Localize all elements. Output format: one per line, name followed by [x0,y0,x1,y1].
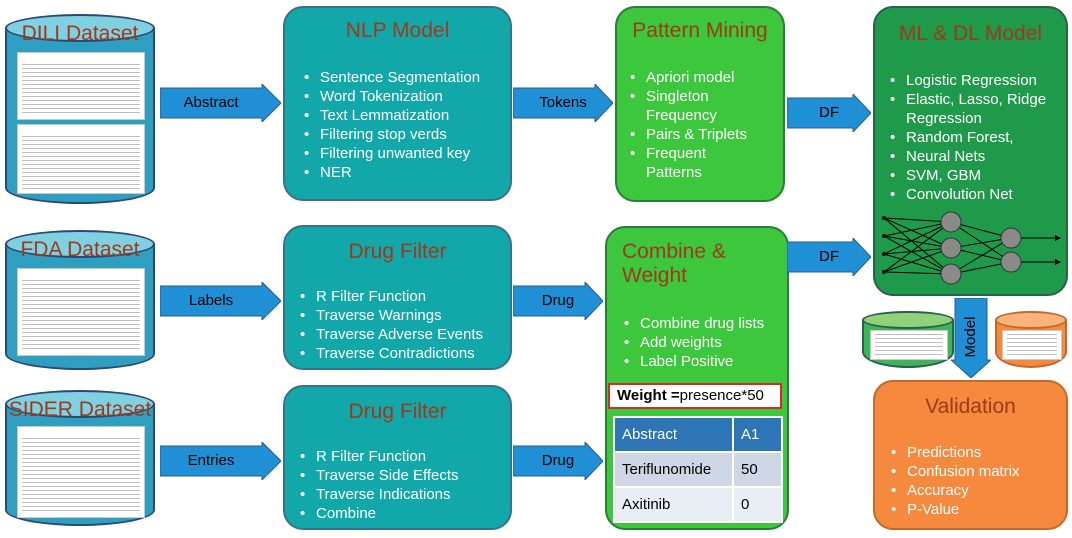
list-item: Add weights [623,333,788,352]
model-arrow: Model [951,298,991,378]
list-item: Word Tokenization [303,87,508,106]
ml-dl-model-title: ML & DL Model [898,22,1043,45]
list-item: Combine drug lists [623,314,788,333]
fda-dataset-title: FDA Dataset [20,238,140,261]
table-cell: 0 [732,486,783,523]
list-item: Logistic Regression [889,71,1067,90]
drug-filter-sider-steps: R Filter Function Traverse Side Effects … [299,447,509,523]
table-cell: Teriflunomide [613,451,734,488]
list-item: NER [303,163,508,182]
list-item: Frequent Patterns [629,144,726,182]
drug-filter-sider-box: Drug Filter R Filter Function Traverse S… [283,385,512,530]
weight-table: Abstract A1 Teriflunomide 50 Axitinib 0 [613,416,783,523]
drug-arrow-sider: Drug [513,442,603,480]
df-arrow-pattern: DF [787,94,871,132]
sider-dataset-title: SIDER Dataset [8,398,152,421]
sider-dataset-cylinder: SIDER Dataset [5,390,155,526]
list-item: Sentence Segmentation [303,68,508,87]
table-row: Axitinib 0 [613,486,783,523]
list-item: Traverse Contradictions [299,344,509,363]
ml-dl-model-list: Logistic Regression Elastic, Lasso, Ridg… [889,71,1067,204]
list-item: Convolution Net [889,185,1067,204]
df-arrow-combine: DF [787,238,871,276]
ml-dl-model-box: ML & DL Model Logistic Regression Elasti… [873,6,1068,296]
drug-filter-fda-steps: R Filter Function Traverse Warnings Trav… [299,287,509,363]
dili-negative-table-thumbnail [17,124,145,194]
nlp-model-steps: Sentence Segmentation Word Tokenization … [303,68,508,182]
dili-dataset-cylinder: DILI Dataset [5,14,155,204]
drug-filter-fda-box: Drug Filter R Filter Function Traverse W… [283,225,512,370]
dili-dataset-title: DILI Dataset [21,22,139,45]
entries-arrow: Entries [160,442,281,480]
list-item: Traverse Indications [299,485,509,504]
list-item: Accuracy [890,481,1065,500]
table-cell: Axitinib [613,486,734,523]
list-item: Traverse Side Effects [299,466,509,485]
list-item: Filtering stop verds [303,125,508,144]
nlp-model-title: NLP Model [345,19,450,42]
combine-weight-title: Combine & Weight [622,240,726,287]
weight-formula: Weight =presence*50 [608,383,782,409]
list-item: Random Forest, [889,128,1067,147]
list-item: Elastic, Lasso, Ridge Regression [889,90,1067,128]
list-item: Singleton Frequency [629,87,726,125]
validation-title: Validation [925,395,1016,418]
list-item: SVM, GBM [889,166,1067,185]
list-item: Pairs & Triplets [629,125,781,144]
drug-filter-sider-title: Drug Filter [348,400,447,423]
tokens-arrow: Tokens [513,84,613,122]
fda-dataset-cylinder: FDA Dataset [5,230,155,370]
list-item: Confusion matrix [890,462,1065,481]
table-row: Teriflunomide 50 [613,451,783,488]
combine-weight-steps: Combine drug lists Add weights Label Pos… [623,314,788,371]
pattern-mining-title: Pattern Mining [632,19,768,42]
list-item: Predictions [890,443,1065,462]
table-cell: 50 [732,451,783,488]
validation-box: Validation Predictions Confusion matrix … [873,380,1068,530]
model-dataset-cylinder-orange [995,311,1067,368]
validation-list: Predictions Confusion matrix Accuracy P-… [890,443,1065,519]
list-item: Traverse Warnings [299,306,509,325]
labels-arrow: Labels [160,282,281,320]
table-header-cell: A1 [732,416,783,453]
list-item: Filtering unwanted key [303,144,508,163]
list-item: Combine [299,504,509,523]
list-item: Traverse Adverse Events [299,325,509,344]
list-item: Neural Nets [889,147,1067,166]
dili-positive-table-thumbnail [17,52,145,120]
abstract-arrow: Abstract [160,84,281,122]
neural-network-icon [882,211,1061,285]
model-dataset-cylinder-green [862,311,954,368]
pattern-mining-steps: Apriori model Singleton Frequency Pairs … [629,68,781,182]
table-row: Abstract A1 [613,416,783,453]
sider-table-thumbnail [17,426,145,518]
list-item: Label Positive [623,352,788,371]
nlp-model-box: NLP Model Sentence Segmentation Word Tok… [283,6,512,201]
pattern-mining-box: Pattern Mining Apriori model Singleton F… [615,6,785,202]
table-header-cell: Abstract [613,416,734,453]
drug-arrow-fda: Drug [513,282,603,320]
list-item: Apriori model [629,68,781,87]
drug-filter-fda-title: Drug Filter [348,240,447,263]
fda-table-thumbnail [17,268,145,356]
list-item: R Filter Function [299,287,509,306]
list-item: R Filter Function [299,447,509,466]
list-item: Text Lemmatization [303,106,508,125]
list-item: P-Value [890,500,1065,519]
